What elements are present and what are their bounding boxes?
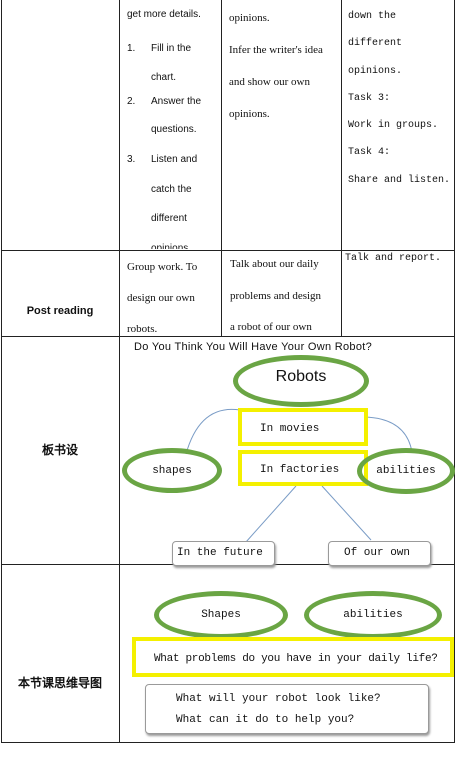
blackboard-title: Do You Think You Will Have Your Own Robo…: [134, 341, 373, 353]
text-line: Share and listen.: [348, 174, 451, 186]
table-right-border: [454, 0, 455, 743]
mindmap-shapes-label: Shapes: [201, 609, 241, 621]
row2-bottom: [1, 336, 455, 337]
item-line: questions.: [151, 124, 197, 135]
text-line: Group work. To: [127, 261, 198, 273]
item-number: 1.: [127, 43, 136, 54]
table-col3-divider: [341, 0, 342, 336]
item-line: different: [151, 213, 187, 224]
robots-label: Robots: [275, 368, 327, 385]
robot-questions-card: What will your robot look like? What can…: [145, 684, 429, 734]
text-line: Work in groups.: [348, 120, 439, 132]
mindmap-abilities-label: abilities: [343, 609, 403, 621]
in-the-future-label: In the future: [177, 547, 263, 559]
row2-col2-text: Talk about our daily problems and design…: [230, 249, 321, 344]
row2-col3-text: Talk and report.: [345, 253, 442, 264]
row2-label: Post reading: [26, 305, 94, 317]
row1-col1-intro: get more details.: [127, 9, 201, 20]
in-movies-label: In movies: [260, 423, 320, 435]
text-line: different: [348, 38, 403, 50]
text-line: opinions.: [229, 12, 270, 24]
mindmap-abilities-ellipse: abilities: [304, 591, 442, 639]
text-line: opinions.: [229, 108, 270, 120]
table-left-border: [1, 0, 2, 743]
abilities-label: abilities: [376, 465, 436, 477]
text-line: design our own: [127, 292, 195, 304]
row4-label: 本节课思维导图: [17, 676, 102, 690]
connector-shapes: [185, 408, 241, 455]
text-line: robots.: [127, 323, 158, 335]
item-line: chart.: [151, 72, 177, 83]
connector-future: [245, 485, 297, 543]
item-line: opinions.: [151, 242, 192, 250]
look-like-question: What will your robot look like?: [176, 693, 381, 705]
table-col2-divider: [221, 0, 222, 336]
in-the-future-card: In the future: [172, 541, 275, 566]
connector-own: [321, 485, 372, 541]
text-line: Task 4:: [348, 147, 391, 159]
problems-box: What problems do you have in your daily …: [132, 637, 454, 677]
mindmap-shapes-ellipse: Shapes: [154, 591, 288, 639]
text-line: a robot of our own: [230, 321, 312, 333]
abilities-ellipse: abilities: [357, 448, 455, 494]
help-you-question: What can it do to help you?: [176, 714, 355, 726]
row1-col2-text: opinions. Infer the writer's idea and sh…: [229, 2, 323, 130]
row3-label: 板书设: [41, 443, 78, 457]
of-our-own-label: Of our own: [344, 547, 411, 559]
connector-abilities: [363, 416, 413, 453]
in-factories-label: In factories: [260, 464, 340, 476]
row1-bottom: [1, 250, 455, 251]
connector-lines: [185, 408, 413, 543]
in-factories-box: In factories: [238, 450, 368, 486]
text-line: Infer the writer's idea: [229, 44, 323, 56]
item-number: 2.: [127, 96, 136, 107]
of-our-own-card: Of our own: [328, 541, 431, 566]
item-line: Fill in the: [151, 43, 192, 54]
problems-question: What problems do you have in your daily …: [154, 653, 438, 665]
row2-col1-text: Group work. To design our own robots.: [127, 252, 197, 345]
text-line: Task 3:: [348, 92, 391, 104]
table-bottom: [1, 742, 455, 743]
item-line: Answer the: [151, 96, 202, 107]
text-line: opinions.: [348, 65, 403, 77]
item-number: 3.: [127, 154, 136, 165]
item-line: Listen and: [151, 154, 198, 165]
text-line: problems and design: [230, 289, 322, 302]
shapes-ellipse: shapes: [122, 448, 222, 493]
row1-col3-text: down the different opinions. Task 3: Wor…: [348, 3, 450, 194]
text-line: down the: [348, 11, 397, 22]
row1-col1-item-2: 2. Answer the questions.: [127, 88, 201, 144]
shapes-label: shapes: [152, 464, 192, 477]
row1-col1-item-1: 1. Fill in the chart.: [127, 34, 191, 92]
table-col1-divider: [119, 0, 120, 743]
robots-ellipse: Robots: [233, 355, 369, 407]
in-movies-box: In movies: [238, 408, 368, 446]
item-line: catch the: [151, 183, 192, 195]
text-line: and show our own: [229, 76, 310, 88]
text-line: Talk about our daily: [230, 258, 319, 270]
row1-col1-item-3: 3. Listen and catch the different opinio…: [127, 145, 197, 249]
